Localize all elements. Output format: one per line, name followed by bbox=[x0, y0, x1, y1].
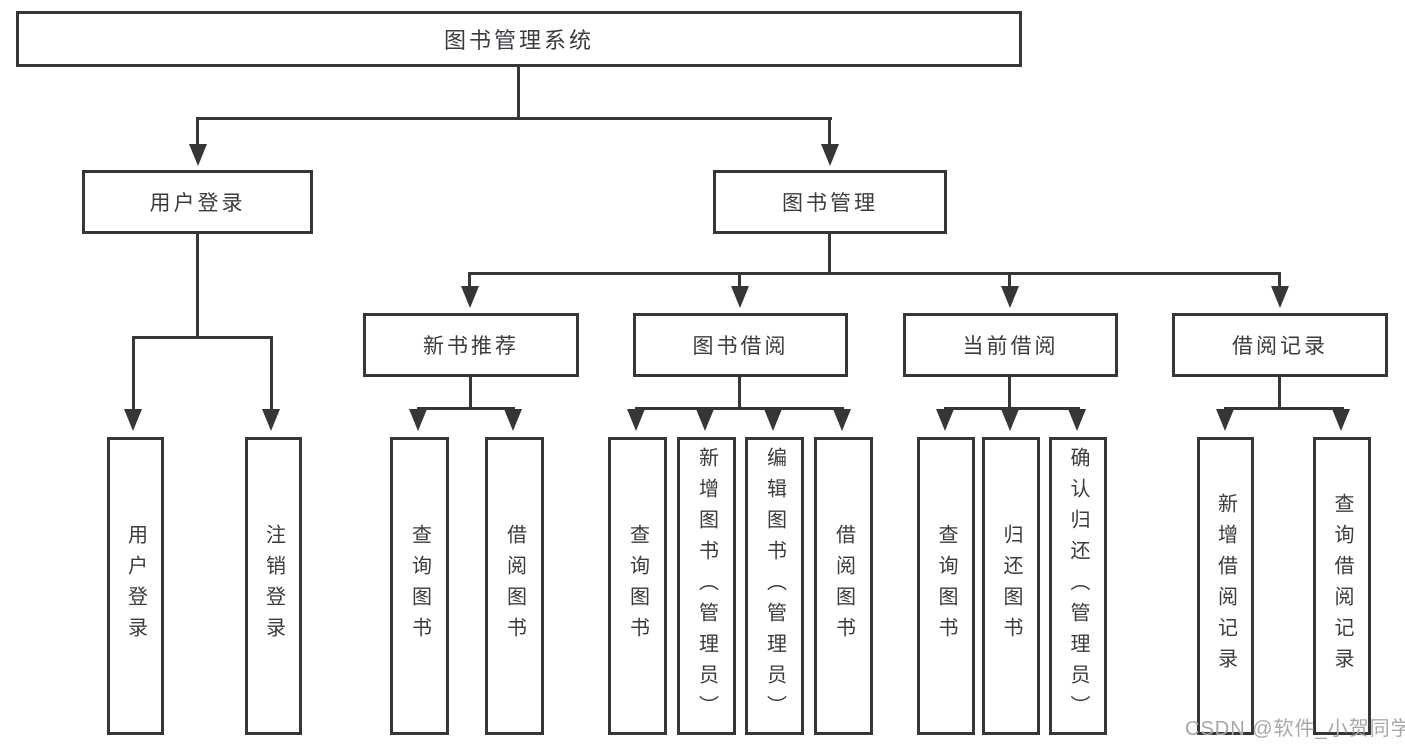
arrow-to-br-query bbox=[1332, 409, 1350, 431]
connector-user-login-rail bbox=[132, 336, 273, 339]
arrow-to-leaf-logout bbox=[262, 409, 280, 431]
leaf-br-add-record-label: 新增借阅记录 bbox=[1214, 493, 1237, 679]
connector-borrow-records-drop bbox=[1278, 272, 1281, 290]
leaf-bb-add-book-admin-label: 新增图书（管理员） bbox=[695, 446, 718, 726]
leaf-bb-edit-book-admin-label: 编辑图书（管理员） bbox=[763, 446, 786, 726]
leaf-nb-query-books: 查询图书 bbox=[390, 437, 449, 735]
connector-root-stem bbox=[517, 67, 520, 120]
leaf-nb-borrow-books: 借阅图书 bbox=[485, 437, 544, 735]
node-book-borrowing-label: 图书借阅 bbox=[692, 335, 789, 358]
arrow-to-leaf-login bbox=[124, 409, 142, 431]
connector-new-book-rail bbox=[417, 407, 515, 410]
leaf-nb-borrow-books-label: 借阅图书 bbox=[503, 524, 526, 648]
arrow-to-new-book bbox=[461, 286, 479, 308]
leaf-bb-query-books-label: 查询图书 bbox=[626, 524, 649, 648]
leaf-br-add-record: 新增借阅记录 bbox=[1197, 437, 1254, 735]
leaf-logout: 注销登录 bbox=[245, 437, 302, 735]
leaf-bb-edit-book-admin: 编辑图书（管理员） bbox=[745, 437, 804, 735]
connector-root-rail bbox=[196, 117, 832, 120]
connector-book-mgmt-stem bbox=[828, 234, 831, 275]
leaf-cb-return-books: 归还图书 bbox=[982, 437, 1040, 735]
leaf-cb-query-books-label: 查询图书 bbox=[935, 524, 957, 648]
node-user-login-label: 用户登录 bbox=[149, 192, 246, 215]
leaf-cb-return-books-label: 归还图书 bbox=[1000, 524, 1022, 648]
arrow-to-book-mgmt bbox=[821, 144, 839, 166]
node-root: 图书管理系统 bbox=[16, 11, 1022, 67]
node-book-mgmt-label: 图书管理 bbox=[782, 192, 878, 215]
node-borrowing-records: 借阅记录 bbox=[1172, 313, 1388, 377]
leaf-user-login: 用户登录 bbox=[107, 437, 164, 735]
watermark-text: CSDN @软件_小贺同学 bbox=[1185, 718, 1405, 740]
arrow-to-nb-query bbox=[409, 409, 427, 431]
connector-book-mgmt-rail bbox=[468, 272, 1281, 275]
node-new-book-recommend: 新书推荐 bbox=[363, 313, 579, 377]
connector-leaf-logout-drop bbox=[270, 336, 273, 413]
node-new-book-recommend-label: 新书推荐 bbox=[423, 335, 519, 358]
node-current-borrowing: 当前借阅 bbox=[903, 313, 1118, 377]
node-current-borrowing-label: 当前借阅 bbox=[962, 335, 1059, 358]
connector-book-borrow-drop bbox=[738, 272, 741, 290]
leaf-bb-borrow-books: 借阅图书 bbox=[814, 437, 873, 735]
arrow-to-cb-confirm bbox=[1068, 409, 1086, 431]
connector-book-borrow-rail bbox=[635, 407, 844, 410]
arrow-to-bb-borrow bbox=[833, 409, 851, 431]
arrow-to-cb-query bbox=[936, 409, 954, 431]
leaf-user-login-label: 用户登录 bbox=[124, 524, 147, 648]
arrow-to-book-borrow bbox=[731, 286, 749, 308]
leaf-bb-query-books: 查询图书 bbox=[608, 437, 667, 735]
leaf-bb-add-book-admin: 新增图书（管理员） bbox=[677, 437, 736, 735]
connector-borrow-records-stem bbox=[1278, 377, 1281, 410]
connector-current-borrow-rail bbox=[944, 407, 1080, 410]
connector-user-login-drop bbox=[196, 117, 199, 148]
arrow-to-nb-borrow bbox=[504, 409, 522, 431]
node-book-borrowing: 图书借阅 bbox=[633, 313, 848, 377]
node-borrowing-records-label: 借阅记录 bbox=[1232, 335, 1328, 358]
leaf-bb-borrow-books-label: 借阅图书 bbox=[832, 524, 855, 648]
leaf-br-query-record-label: 查询借阅记录 bbox=[1331, 493, 1353, 679]
arrow-to-bb-edit bbox=[764, 409, 782, 431]
connector-current-borrow-stem bbox=[1008, 377, 1011, 410]
connector-user-login-stem bbox=[196, 234, 199, 339]
connector-borrow-records-rail bbox=[1224, 407, 1344, 410]
connector-new-book-stem bbox=[469, 377, 472, 410]
arrow-to-current-borrow bbox=[1001, 286, 1019, 308]
node-book-mgmt: 图书管理 bbox=[713, 170, 947, 234]
leaf-nb-query-books-label: 查询图书 bbox=[408, 524, 431, 648]
leaf-cb-confirm-return-admin-label: 确认归还（管理员） bbox=[1067, 446, 1089, 726]
arrow-to-br-add bbox=[1216, 409, 1234, 431]
arrow-to-bb-add bbox=[696, 409, 714, 431]
leaf-br-query-record: 查询借阅记录 bbox=[1313, 437, 1371, 735]
connector-new-book-drop bbox=[468, 272, 471, 290]
connector-book-borrow-stem bbox=[738, 377, 741, 410]
connector-current-borrow-drop bbox=[1008, 272, 1011, 290]
leaf-cb-query-books: 查询图书 bbox=[917, 437, 975, 735]
node-root-label: 图书管理系统 bbox=[443, 28, 594, 53]
node-user-login: 用户登录 bbox=[82, 170, 313, 234]
leaf-logout-label: 注销登录 bbox=[262, 524, 285, 648]
arrow-to-cb-return bbox=[1001, 409, 1019, 431]
connector-leaf-login-drop bbox=[132, 336, 135, 413]
arrow-to-user-login bbox=[189, 144, 207, 166]
arrow-to-bb-query bbox=[627, 409, 645, 431]
arrow-to-borrow-records bbox=[1271, 286, 1289, 308]
connector-book-mgmt-drop bbox=[828, 117, 831, 148]
leaf-cb-confirm-return-admin: 确认归还（管理员） bbox=[1049, 437, 1107, 735]
